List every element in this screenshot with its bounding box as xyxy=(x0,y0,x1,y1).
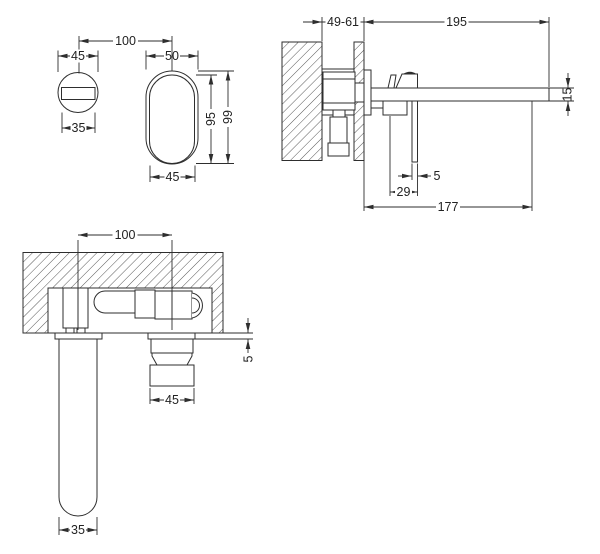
lever-collar xyxy=(382,100,408,116)
dim-plan-handle-width: 45 xyxy=(149,388,195,407)
supply-base xyxy=(327,142,350,157)
escutcheon-stub xyxy=(370,100,384,109)
dim-label: 45 xyxy=(71,49,85,63)
wall-plate-side xyxy=(363,69,372,116)
dim-label: 29 xyxy=(397,185,411,199)
dim-label: 100 xyxy=(115,228,136,242)
dim-side-lever-thickness: 5 xyxy=(398,163,441,183)
dim-side-outlet-projection: 177 xyxy=(363,101,533,214)
dim-label: 45 xyxy=(165,393,179,407)
valve-stem xyxy=(354,82,365,103)
dim-label: 5 xyxy=(242,355,256,362)
dim-label: 99 xyxy=(221,110,235,124)
dim-label: 100 xyxy=(115,34,136,48)
dim-side-spout-height: 15 xyxy=(549,73,575,116)
dim-plan-spout-width: 35 xyxy=(58,517,98,537)
lever-shaft-side xyxy=(411,100,418,163)
valve-block xyxy=(134,289,156,319)
dim-front-overall-height: 99 xyxy=(198,70,235,164)
wall-cavity-outline xyxy=(47,287,213,333)
lever-base xyxy=(395,73,418,89)
connecting-tube xyxy=(93,290,139,314)
dim-plan-center-distance: 100 xyxy=(77,228,173,330)
handle-end-block xyxy=(149,364,195,387)
dim-label: 15 xyxy=(561,88,575,102)
spout-elbow xyxy=(62,287,89,329)
spout-cutout-rect xyxy=(61,87,96,100)
side-view: 49-61 195 15 5 xyxy=(281,15,575,214)
dim-label: 49-61 xyxy=(327,15,359,29)
dim-front-center-distance: 100 xyxy=(78,34,172,74)
pipe-elbow-arc-inner xyxy=(191,297,200,314)
lever-base-stub xyxy=(387,74,397,89)
supply-body xyxy=(329,116,348,144)
spout-plan xyxy=(58,338,98,517)
dim-front-escutcheon-width: 45 xyxy=(57,49,99,72)
dim-label: 35 xyxy=(71,523,85,537)
spout-escutcheon-circle xyxy=(57,72,99,113)
supply-neck xyxy=(332,109,346,118)
spout-flange xyxy=(54,332,103,340)
pipe-elbow-arc xyxy=(191,292,203,319)
lever-cap xyxy=(403,71,417,74)
dim-label: 177 xyxy=(438,200,459,214)
dim-front-handle-width: 45 xyxy=(149,165,196,184)
dim-label: 95 xyxy=(204,112,218,126)
dim-label: 50 xyxy=(165,49,179,63)
handle-valve-body xyxy=(154,290,193,320)
dim-label: 195 xyxy=(446,15,467,29)
front-view: 100 45 50 35 xyxy=(57,34,235,184)
elbow-foot-left xyxy=(65,327,75,334)
dim-front-handle-plate-width: 50 xyxy=(145,36,199,71)
wall-section-back xyxy=(281,41,323,161)
dim-side-lever-offset: 29 xyxy=(389,116,418,199)
dim-label: 35 xyxy=(72,121,86,135)
handle-chamfer-ring xyxy=(151,352,193,366)
dim-plan-plate-thickness: 5 xyxy=(195,318,256,362)
handle-escutcheon-plan xyxy=(150,338,194,354)
dim-front-cutout-width: 35 xyxy=(61,112,96,135)
dim-front-handle-height: 95 xyxy=(196,74,234,164)
handle-flange xyxy=(147,332,196,340)
dim-side-spout-reach: 195 xyxy=(364,15,550,87)
plan-view: 100 5 45 35 xyxy=(22,228,256,537)
dim-side-wall-depth: 49-61 xyxy=(303,15,383,41)
valve-cartridge xyxy=(322,71,356,111)
dim-label: 45 xyxy=(166,170,180,184)
handle-capsule xyxy=(149,74,195,164)
dim-label: 5 xyxy=(434,169,441,183)
spout-side xyxy=(370,87,550,102)
